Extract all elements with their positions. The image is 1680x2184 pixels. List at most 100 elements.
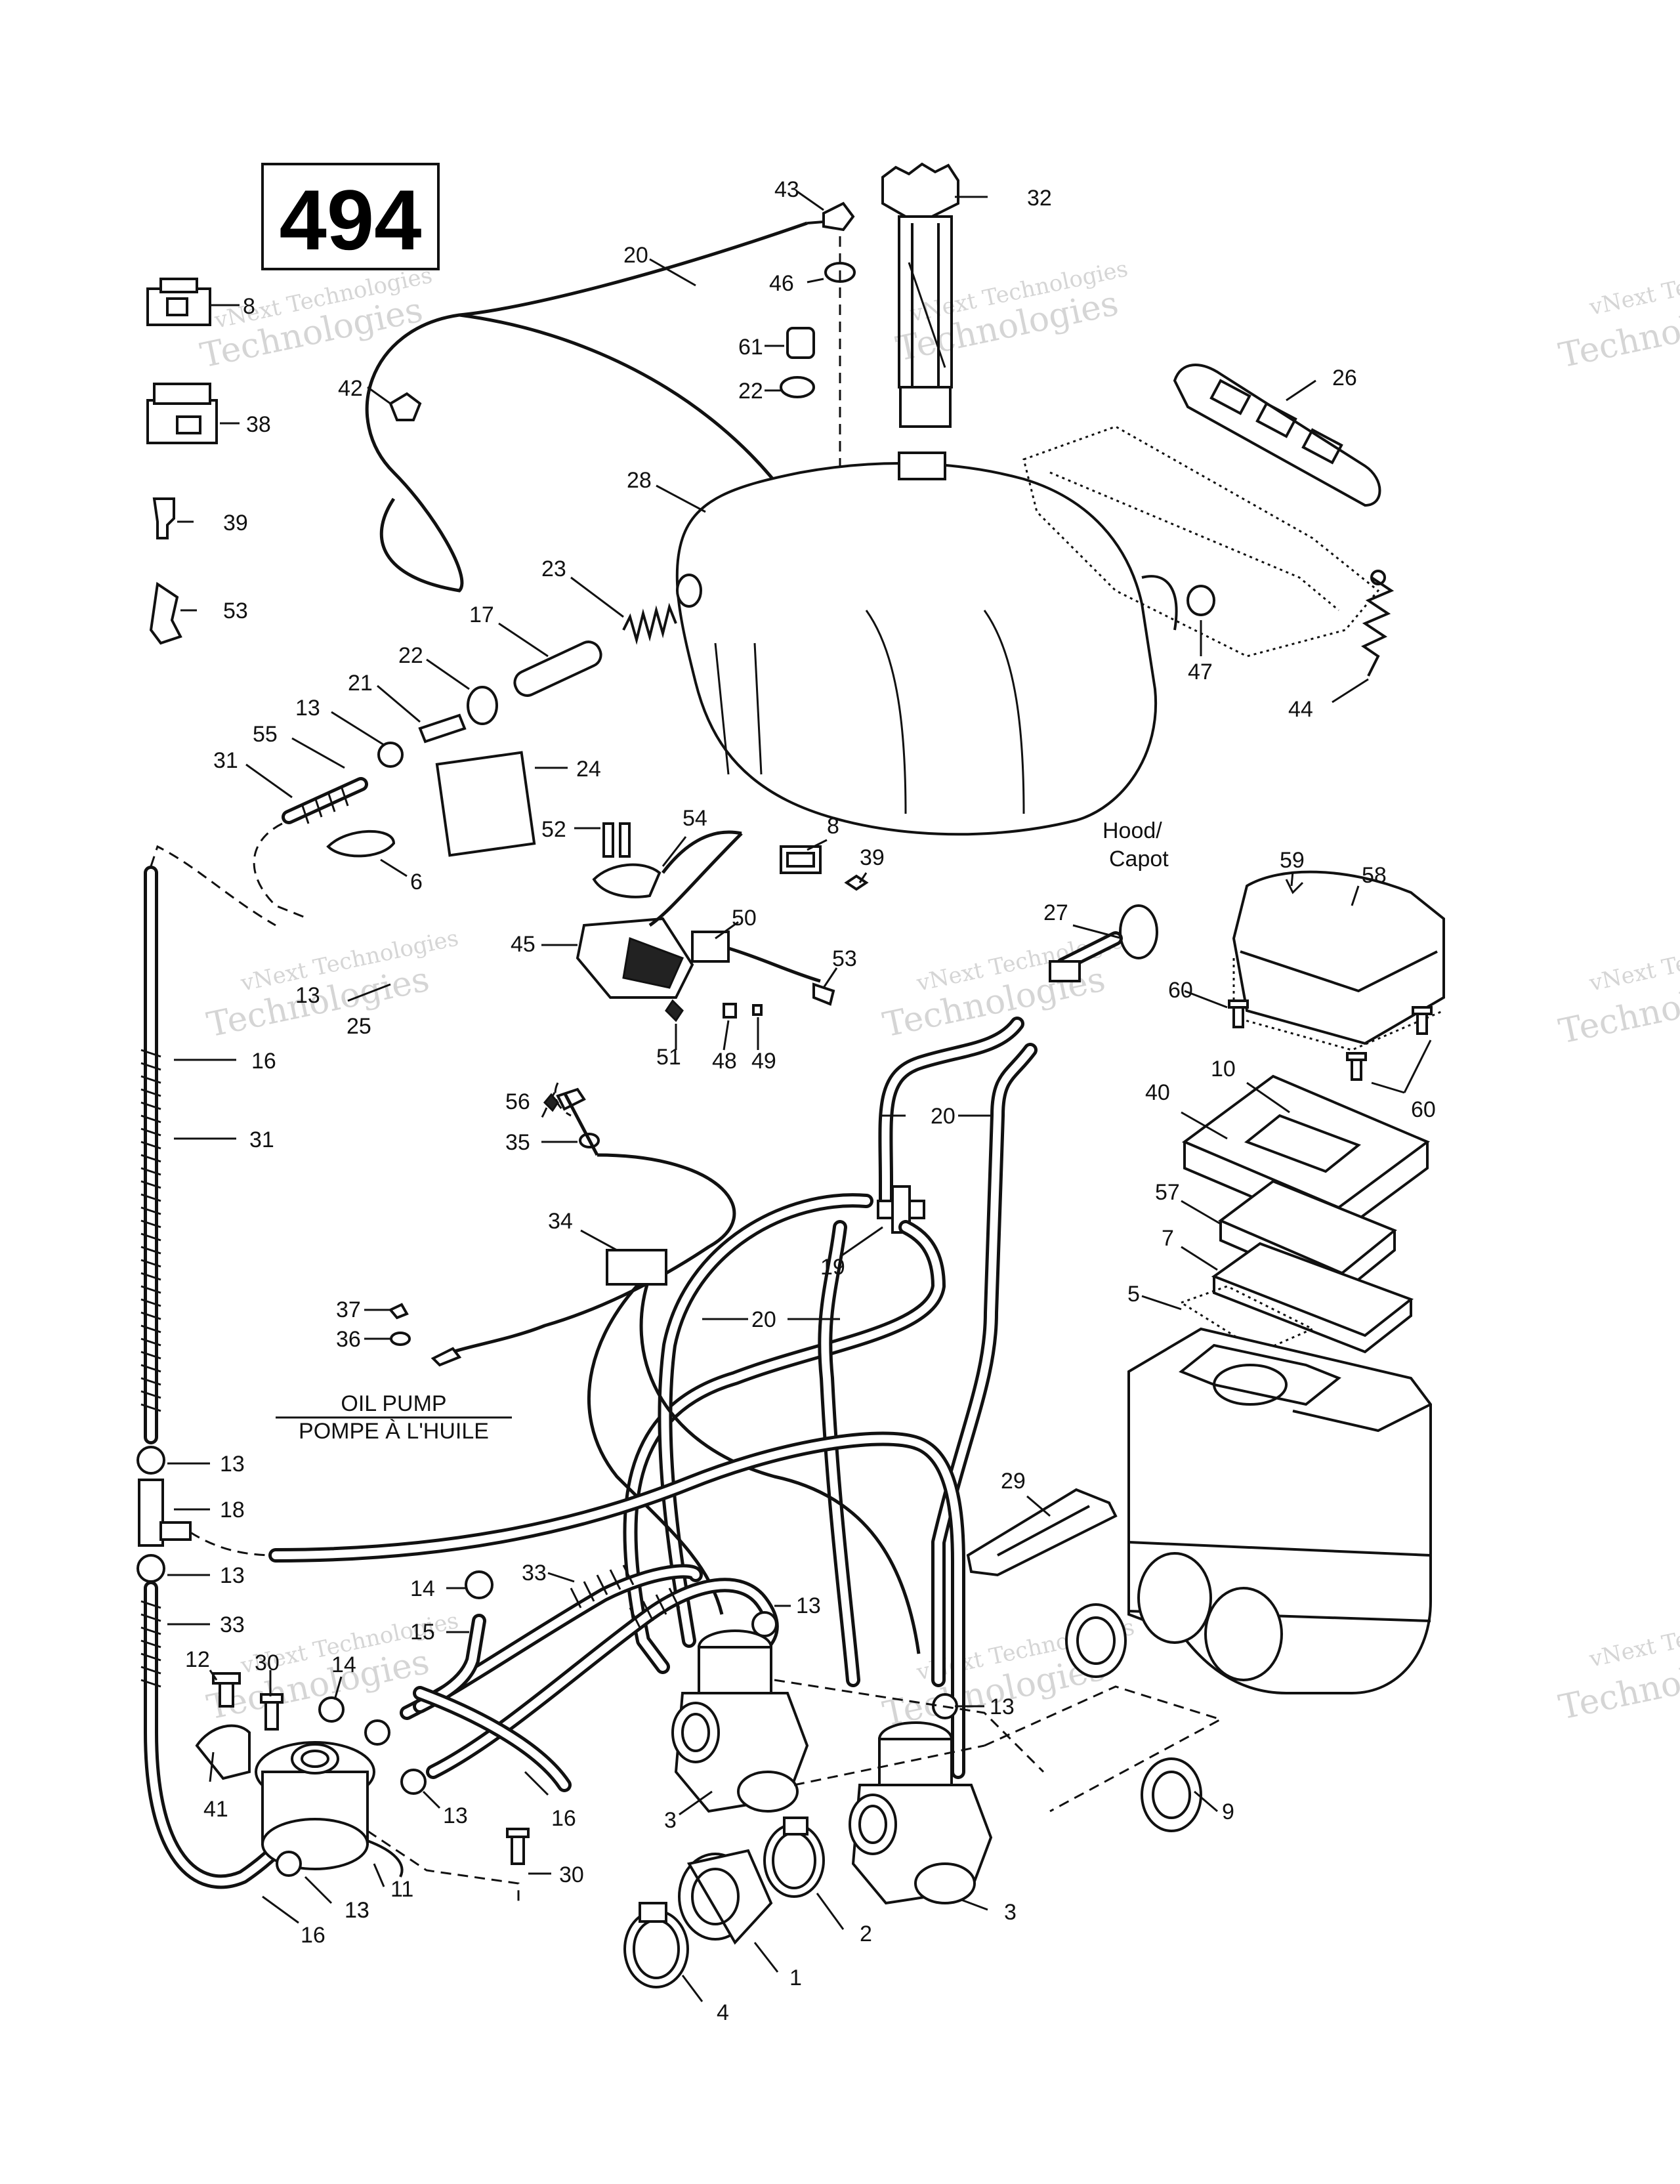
callout-13b: 13 (295, 983, 320, 1008)
grommet-47-icon (1186, 585, 1215, 616)
callout-49: 49 (751, 1049, 776, 1074)
connector-21-icon (418, 713, 467, 744)
assembly-line (150, 845, 276, 927)
connector-8-icon (146, 278, 211, 326)
connector-8b-icon (780, 845, 822, 874)
hood-caption-line2: Capot (1109, 847, 1169, 872)
screw-60b-icon (1346, 1052, 1367, 1081)
callout-labels: 43 32 20 46 8 61 22 26 42 38 28 39 23 53… (185, 177, 1436, 2025)
callout-13: 13 (295, 696, 320, 721)
callout-2: 2 (860, 1922, 872, 1946)
callout-40: 40 (1145, 1080, 1170, 1105)
washer-36-icon (390, 1332, 411, 1346)
callout-19: 19 (820, 1255, 845, 1280)
assembly-line (774, 1679, 1045, 1773)
callout-23: 23 (541, 556, 566, 581)
spring-33b (629, 1587, 681, 1628)
cap-56-icon (543, 1093, 559, 1112)
hood-caption-line1: Hood/ (1102, 818, 1162, 843)
callout-25: 25 (346, 1014, 371, 1039)
callout-36: 36 (336, 1327, 361, 1352)
tee-fitting-18-icon (138, 1479, 192, 1547)
callout-27: 27 (1043, 900, 1068, 925)
callout-56: 56 (505, 1089, 530, 1114)
cable-to-carb-b (639, 1276, 921, 1654)
callout-1: 1 (789, 1965, 802, 1990)
callout-12: 12 (185, 1647, 210, 1672)
callout-11: 11 (390, 1877, 413, 1902)
grommet-22-icon (780, 376, 815, 398)
carburetor-3a-icon (671, 1629, 809, 1813)
diagram-number: 494 (280, 172, 422, 268)
oil-pump-icon (195, 1724, 375, 1870)
cable-to-carb-a (587, 1265, 724, 1615)
callout-28: 28 (627, 468, 652, 493)
assembly-line (253, 822, 309, 920)
callout-13d: 13 (220, 1563, 245, 1588)
callout-31b: 31 (249, 1127, 274, 1152)
spring-23-icon (622, 602, 677, 645)
callout-6: 6 (410, 870, 423, 894)
intake-boot-1-icon (678, 1849, 773, 1945)
callout-20b: 20 (931, 1104, 956, 1129)
callout-31: 31 (213, 748, 238, 773)
hose-55-icon (282, 777, 368, 824)
screw-60c-icon (1412, 1006, 1433, 1035)
callout-51: 51 (656, 1045, 681, 1070)
callout-38: 38 (246, 412, 271, 437)
callout-59: 59 (1280, 848, 1305, 873)
callout-30: 30 (255, 1650, 280, 1675)
nut-49-icon (752, 1004, 763, 1016)
callout-33b: 33 (220, 1612, 245, 1637)
callout-53: 53 (223, 598, 248, 623)
frame-bracket-inner (1049, 471, 1339, 612)
callout-16b: 16 (551, 1806, 576, 1831)
callout-8: 8 (243, 294, 255, 319)
callout-5: 5 (1127, 1282, 1140, 1307)
callout-3b: 3 (1004, 1900, 1017, 1925)
callout-9: 9 (1222, 1799, 1234, 1824)
filter-7-icon (1211, 1242, 1414, 1354)
clamp-13g-icon (318, 1696, 345, 1723)
callout-53b: 53 (832, 946, 857, 971)
callout-20: 20 (623, 243, 648, 268)
terminal-53-icon (149, 581, 182, 645)
callout-35: 35 (505, 1130, 530, 1155)
vent-61-icon (786, 327, 815, 359)
callout-13g: 13 (443, 1803, 468, 1828)
oil-pump-caption-fr: POMPE À L'HUILE (299, 1419, 489, 1444)
callout-58: 58 (1362, 863, 1387, 888)
throttle-cable (452, 1153, 736, 1354)
callout-18: 18 (220, 1498, 245, 1522)
grommet-22b-icon (467, 686, 498, 725)
clamp-13i-icon (276, 1851, 302, 1877)
callout-14: 14 (410, 1576, 435, 1601)
screw-30b-icon (506, 1828, 530, 1865)
plug-51-icon (665, 999, 684, 1022)
callout-60b: 60 (1411, 1097, 1436, 1122)
frame-bracket-outline (1022, 425, 1380, 658)
terminal-53b-icon (812, 982, 835, 1006)
callout-41: 41 (203, 1797, 228, 1822)
watermark-text: vNext Technologies (1587, 249, 1680, 321)
primer-27-icon (1049, 904, 1158, 982)
callout-15: 15 (410, 1620, 435, 1645)
fuel-filter-17-icon (513, 640, 602, 697)
screws-52-icon (602, 822, 631, 858)
callout-16: 16 (251, 1049, 276, 1074)
sleeve-9b-icon (1141, 1757, 1202, 1832)
oil-pump-caption-en: OIL PUMP (341, 1391, 446, 1416)
nut-35-icon (579, 1133, 600, 1148)
spring-44-icon (1360, 570, 1395, 677)
cable-splitter-34-icon (606, 1249, 667, 1286)
callout-50: 50 (732, 906, 757, 931)
fitting-11-icon (367, 1839, 404, 1878)
callout-32: 32 (1027, 186, 1052, 211)
clamp-2-icon (763, 1816, 825, 1898)
callout-26: 26 (1332, 366, 1357, 390)
airbox-5-icon (1127, 1327, 1432, 1694)
callout-54: 54 (682, 806, 707, 831)
callout-24: 24 (576, 757, 601, 782)
tank-strap-26-icon (1173, 364, 1381, 507)
